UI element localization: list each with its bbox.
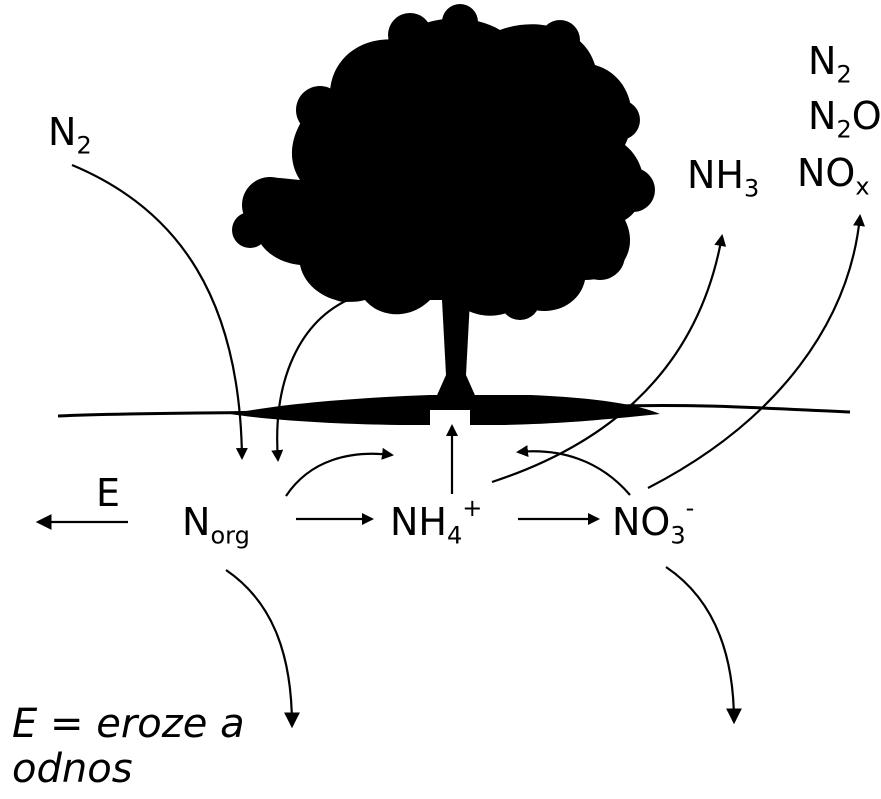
label-gas-nox: NOx bbox=[797, 154, 870, 192]
label-norg-sub: org bbox=[210, 521, 249, 549]
arrow-litterfall bbox=[277, 298, 352, 460]
label-no3: NO3- bbox=[612, 503, 694, 541]
label-nh3: NH3 bbox=[687, 156, 759, 194]
label-n2-input: N2 bbox=[48, 113, 92, 151]
label-no3-sup: - bbox=[686, 494, 695, 522]
label-gas-nox-sub: x bbox=[855, 172, 869, 200]
label-norg: Norg bbox=[182, 503, 250, 541]
label-gas-n2o-tail: O bbox=[852, 94, 881, 138]
arrow-mineralization-curve bbox=[286, 454, 392, 496]
label-gas-n2o: N2O bbox=[808, 97, 881, 135]
label-gas-nox-base: NO bbox=[797, 151, 855, 195]
label-erosion: E bbox=[96, 474, 120, 512]
label-nh4-base: NH bbox=[390, 500, 447, 544]
label-nh4-sub: 4 bbox=[447, 521, 462, 549]
label-no3-base: NO bbox=[612, 500, 670, 544]
label-gas-n2o-base: N bbox=[808, 94, 836, 138]
tree-trunk bbox=[434, 300, 478, 402]
label-nh4-sup: + bbox=[462, 494, 482, 522]
legend-erosion-note: E = eroze a odnos bbox=[12, 702, 272, 792]
label-gas-n2o-sub: 2 bbox=[836, 115, 851, 143]
label-nh3-sub: 3 bbox=[744, 174, 759, 202]
root-gap bbox=[430, 410, 470, 436]
label-nh3-base: NH bbox=[687, 153, 744, 197]
label-nh4: NH4+ bbox=[390, 503, 482, 541]
label-n2-input-base: N bbox=[48, 110, 76, 154]
arrow-denitrification bbox=[648, 216, 860, 488]
label-gas-n2: N2 bbox=[808, 42, 852, 80]
label-no3-sub: 3 bbox=[670, 521, 685, 549]
label-gas-n2-sub: 2 bbox=[836, 60, 851, 88]
label-norg-base: N bbox=[182, 500, 210, 544]
arrow-no3-return bbox=[518, 451, 630, 495]
arrow-no3-leaching bbox=[666, 567, 734, 722]
label-gas-n2-base: N bbox=[808, 39, 836, 83]
label-n2-input-sub: 2 bbox=[76, 131, 91, 159]
tree-canopy bbox=[232, 4, 655, 320]
